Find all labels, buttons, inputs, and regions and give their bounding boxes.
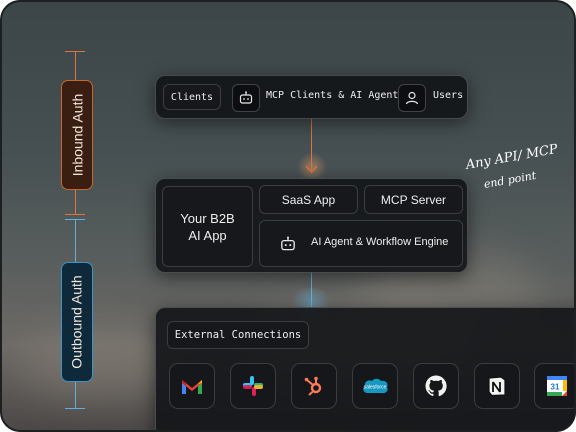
svg-text:salesforce: salesforce [364,385,387,391]
clients-chip: Clients [163,84,221,110]
outbound-bottom-tick [65,408,85,409]
salesforce-icon: salesforce [352,363,398,409]
connector-glow [297,152,327,182]
outbound-auth-pill: Outbound Auth [61,262,93,382]
svg-text:31: 31 [551,383,560,392]
inbound-auth-pill: Inbound Auth [61,80,93,190]
clients-bar: Clients MCP Clients & AI Agents Users [155,75,468,119]
robot-icon [276,232,300,256]
inbound-auth-label: Inbound Auth [69,93,85,177]
users-label: Users [433,90,464,101]
user-icon [398,84,426,112]
gmail-icon [169,363,215,409]
github-icon [413,363,459,409]
mcp-clients-label: MCP Clients & AI Agents [266,90,405,101]
app-to-external-connector [311,272,312,308]
hubspot-icon [291,363,337,409]
api-annotation-line2: end point [482,168,538,191]
agent-engine-label: AI Agent & Workflow Engine [311,236,449,248]
b2b-app-label-line2: AI App [188,227,227,243]
arrow-down-icon [305,165,318,174]
saas-app-chip: SaaS App [259,185,358,214]
background-cloud [20,330,180,400]
external-connections-chip: External Connections [167,321,309,349]
outbound-auth-label: Outbound Auth [69,275,86,369]
google-calendar-icon: 31 [534,363,576,409]
b2b-ai-app-box: Your B2B AI App [162,186,253,267]
b2b-app-label-line1: Your B2B [180,210,235,226]
slack-icon [230,363,276,409]
api-annotation-line1: Any API/ MCP [464,141,559,173]
clients-to-app-connector [311,118,312,170]
agent-engine-chip: AI Agent & Workflow Engine [259,220,463,267]
inbound-bottom-tick [65,214,85,215]
notion-icon [474,363,520,409]
mcp-server-chip: MCP Server [364,185,463,214]
robot-icon [232,84,260,112]
app-block: Your B2B AI App SaaS App MCP Server AI A… [155,178,468,273]
